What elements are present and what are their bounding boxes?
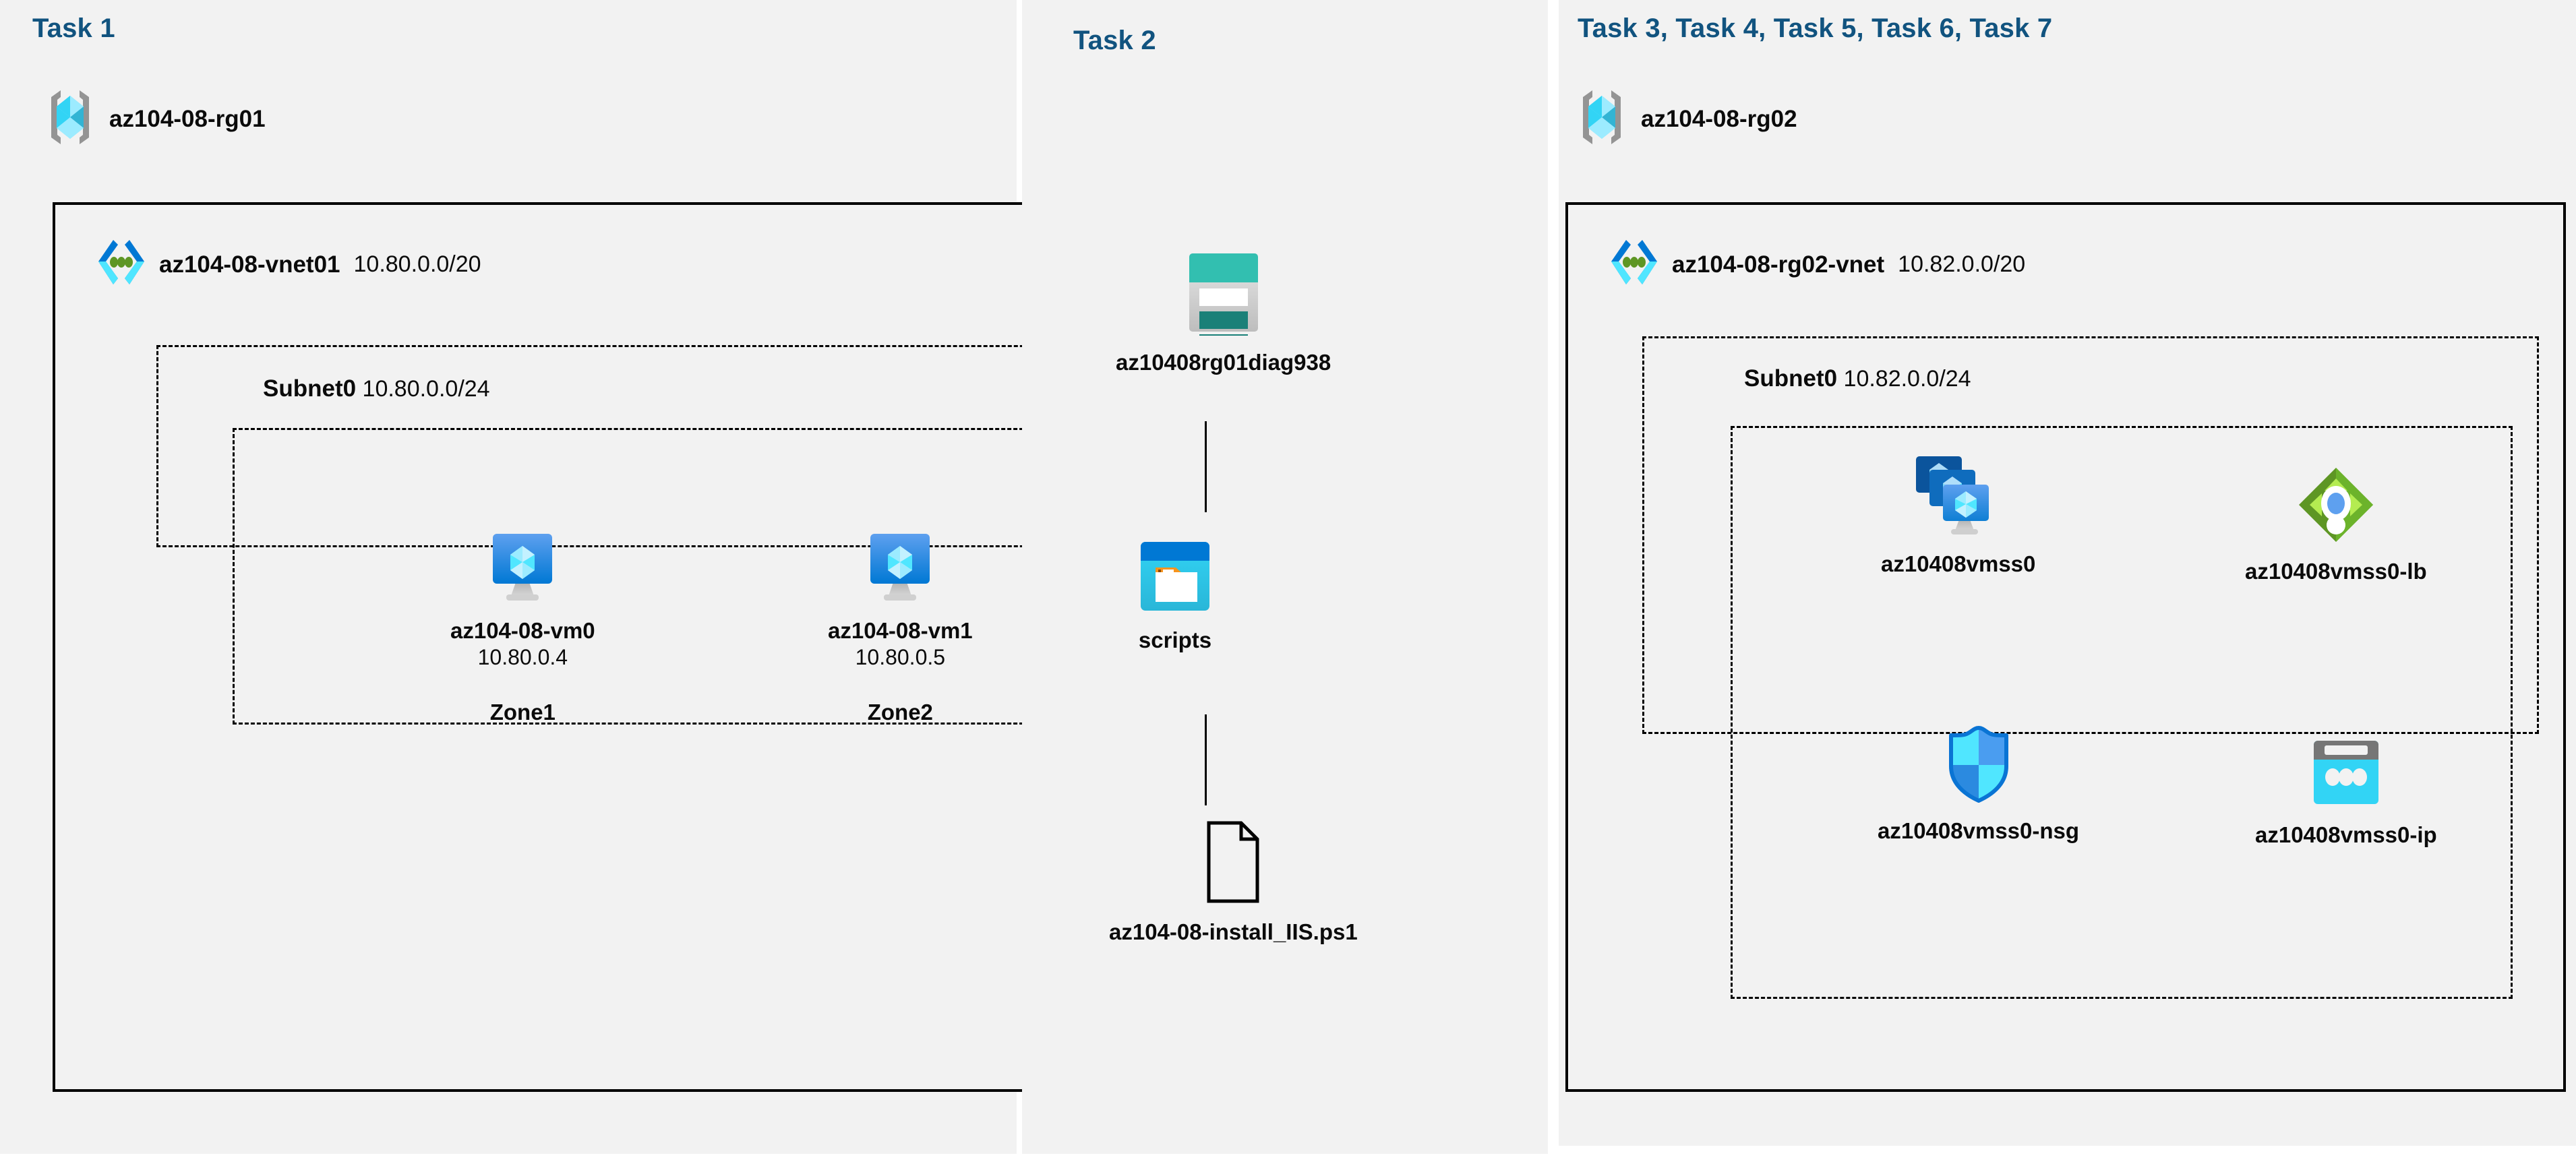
file-icon: [1199, 819, 1267, 909]
subnet0-a-name: Subnet0: [263, 375, 357, 402]
vm-scale-set-icon: [1915, 455, 2002, 541]
vmss-group-boundary: az10408vmss0: [1731, 426, 2513, 999]
resource-group-rg02: az104-08-rg02: [1578, 88, 1797, 150]
resource-group-icon: [46, 88, 94, 150]
resource-tile-script-file: az104-08-install_IIS.ps1: [1109, 819, 1358, 946]
subnet0-b-title: Subnet0 10.82.0.0/24: [1744, 365, 1971, 392]
subnet0-a-title: Subnet0 10.80.0.0/24: [263, 375, 490, 402]
nsg-name: az10408vmss0-nsg: [1878, 818, 2080, 843]
vnet02-header: az104-08-rg02-vnet 10.82.0.0/20: [1610, 237, 2025, 292]
vm1-ip: 10.80.0.5: [855, 644, 946, 669]
resource-tile-vm1: az104-08-vm1 10.80.0.5 Zone2: [828, 531, 973, 725]
subnet0-a-cidr: 10.80.0.0/24: [362, 376, 490, 402]
virtual-network-icon: [97, 237, 146, 292]
vnet02-cidr: 10.82.0.0/20: [1898, 251, 2026, 277]
vm1-zone: Zone2: [867, 700, 933, 725]
resource-tile-blob-container: scripts: [1138, 539, 1212, 654]
load-balancer-icon: [2296, 465, 2376, 548]
storage-account-name: az10408rg01diag938: [1116, 350, 1331, 375]
vm0-ip: 10.80.0.4: [477, 644, 568, 669]
network-security-group-icon: [1944, 725, 2014, 807]
resource-tile-storage-account: az10408rg01diag938: [1116, 249, 1331, 376]
virtual-machine-icon: [487, 531, 558, 607]
task1-label: Task 1: [32, 13, 115, 43]
vnet01-name: az104-08-vnet01: [159, 251, 340, 278]
subnet0-a-boundary: Subnet0 10.80.0.0/24: [156, 345, 1079, 725]
vm0-name: az104-08-vm0: [450, 618, 595, 643]
resource-tile-vm0: az104-08-vm0 10.80.0.4 Zone1: [450, 531, 595, 725]
script-file-name: az104-08-install_IIS.ps1: [1109, 919, 1358, 944]
virtual-machine-icon: [865, 531, 935, 607]
vm-group-boundary: az104-08-vm0 10.80.0.4 Zone1: [233, 428, 1042, 725]
vm1-name: az104-08-vm1: [828, 618, 973, 643]
connector-container-to-file: [1205, 714, 1207, 805]
vnet01-header: az104-08-vnet01 10.80.0.0/20: [97, 237, 481, 292]
resource-group-rg02-name: az104-08-rg02: [1641, 105, 1797, 132]
vm0-zone: Zone1: [489, 700, 556, 725]
resource-group-rg01-name: az104-08-rg01: [109, 105, 266, 132]
vmss-name: az10408vmss0: [1881, 551, 2036, 576]
resource-tile-vmss: az10408vmss0: [1881, 455, 2035, 578]
blob-container-icon: [1138, 539, 1212, 617]
resource-tile-public-ip: az10408vmss0-ip: [2255, 738, 2437, 849]
vnet02-name: az104-08-rg02-vnet: [1672, 251, 1885, 278]
virtual-network-icon: [1610, 237, 1658, 292]
subnet0-b-boundary: Subnet0 10.82.0.0/24: [1642, 336, 2539, 999]
vnet02-boundary: az104-08-rg02-vnet 10.82.0.0/20 Subnet0 …: [1565, 202, 2566, 1092]
resource-tile-load-balancer: az10408vmss0-lb: [2245, 465, 2427, 585]
subnet0-b-cidr: 10.82.0.0/24: [1843, 366, 1971, 392]
subnet0-b-name: Subnet0: [1744, 365, 1838, 392]
task3-label: Task 3, Task 4, Task 5, Task 6, Task 7: [1578, 13, 2053, 43]
public-ip-name: az10408vmss0-ip: [2255, 822, 2437, 847]
connector-storage-to-container: [1205, 421, 1207, 512]
storage-account-icon: [1184, 249, 1263, 352]
public-ip-address-icon: [2310, 738, 2383, 811]
resource-group-icon: [1578, 88, 1626, 150]
task2-label: Task 2: [1073, 26, 1156, 55]
blob-container-name: scripts: [1138, 627, 1212, 652]
task2-panel: [1022, 0, 1548, 1154]
load-balancer-name: az10408vmss0-lb: [2245, 559, 2427, 584]
resource-group-rg01: az104-08-rg01: [46, 88, 266, 150]
vnet01-cidr: 10.80.0.0/20: [353, 251, 481, 277]
resource-tile-nsg: az10408vmss0-nsg: [1878, 725, 2079, 845]
